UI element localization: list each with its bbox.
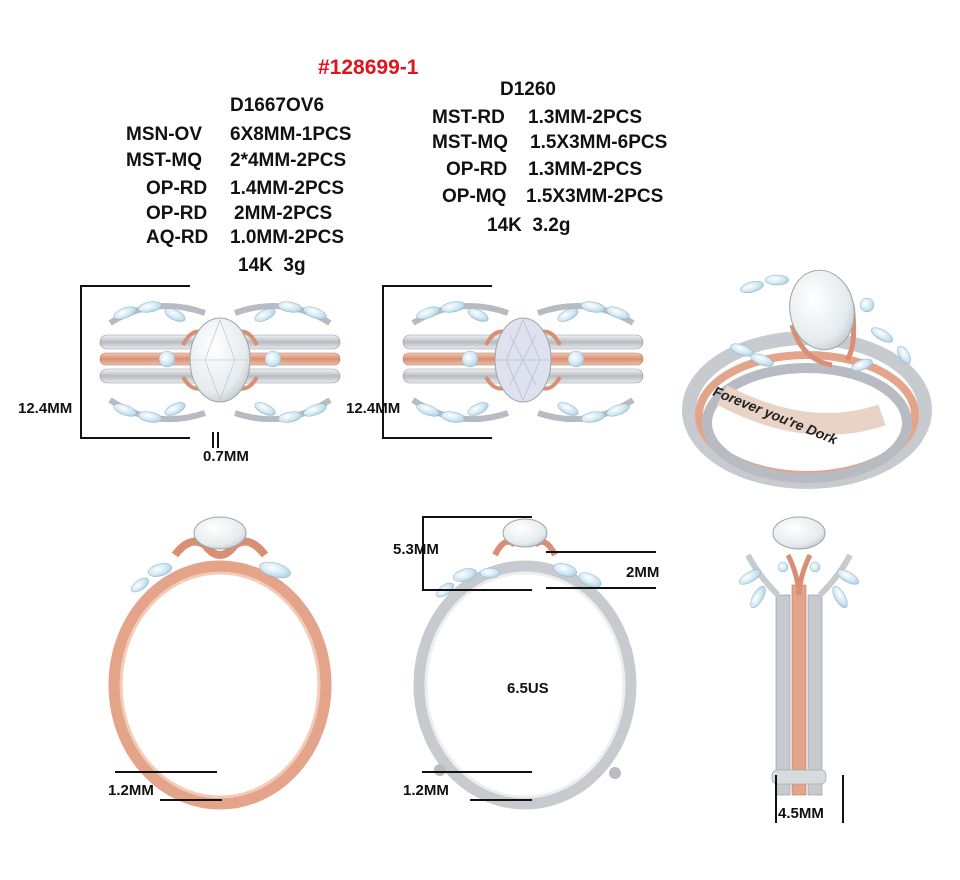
side-view-ring-set <box>739 516 859 796</box>
front-view-ring-set-alt <box>402 301 644 423</box>
left-spec-code-1: MSN-OV <box>126 124 202 145</box>
height-label-middle: 12.4MM <box>346 400 401 417</box>
left-model-code: D1667OV6 <box>230 95 325 116</box>
crown-height-label: 5.3MM <box>393 541 439 558</box>
wrap-height-label: 2MM <box>626 564 660 581</box>
ring-size-label: 6.5US <box>507 680 549 697</box>
height-label-left: 12.4MM <box>18 400 73 417</box>
gap-label: 0.7MM <box>203 448 249 465</box>
left-spec-code-5: AQ-RD <box>146 227 209 248</box>
left-metal-weight: 14K 3g <box>238 255 306 276</box>
right-model-code: D1260 <box>500 79 556 100</box>
left-spec-value-1: 6X8MM-1PCS <box>230 124 352 145</box>
right-spec-value-1: 1.3MM-2PCS <box>528 107 643 128</box>
shank-label-middle: 1.2MM <box>403 782 449 799</box>
right-spec-code-1: MST-RD <box>432 107 505 128</box>
right-metal-weight: 14K 3.2g <box>487 215 571 236</box>
profile-view-white-guard <box>413 518 637 810</box>
right-spec-value-4: 1.5X3MM-2PCS <box>526 186 664 207</box>
left-spec-code-2: MST-MQ <box>126 150 202 171</box>
sku-number: #128699-1 <box>318 56 419 79</box>
left-spec-code-4: OP-RD <box>146 203 208 224</box>
right-spec-value-3: 1.3MM-2PCS <box>528 159 643 180</box>
right-spec-code-4: OP-MQ <box>442 186 507 207</box>
front-view-ring-set <box>99 301 341 423</box>
right-spec-code-2: MST-MQ <box>432 132 508 153</box>
left-spec-value-2: 2*4MM-2PCS <box>230 150 347 171</box>
left-spec-value-4: 2MM-2PCS <box>234 203 333 224</box>
perspective-view-ring: Forever you're Dork <box>682 269 932 489</box>
profile-view-rose-band <box>108 516 332 810</box>
right-spec-code-3: OP-RD <box>446 159 508 180</box>
shank-label-left: 1.2MM <box>108 782 154 799</box>
left-spec-value-3: 1.4MM-2PCS <box>230 178 345 199</box>
left-spec-code-3: OP-RD <box>146 178 208 199</box>
left-spec-value-5: 1.0MM-2PCS <box>230 227 345 248</box>
right-spec-value-2: 1.5X3MM-6PCS <box>530 132 668 153</box>
side-width-label: 4.5MM <box>778 805 824 822</box>
